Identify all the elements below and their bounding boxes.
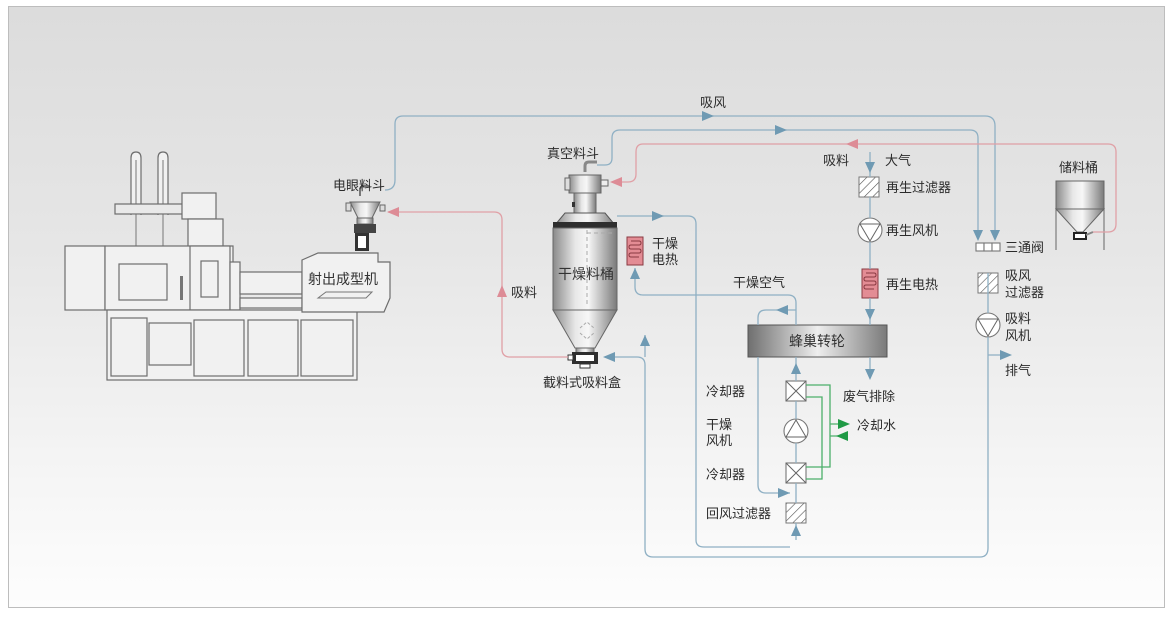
vacuum-hopper-label: 真空料斗	[547, 147, 599, 162]
return-filter-label: 回风过滤器	[706, 507, 771, 522]
flow-arrow	[865, 162, 875, 173]
wheel-return-line	[757, 357, 790, 494]
flow-arrow	[838, 419, 850, 429]
flow-arrow	[776, 305, 788, 315]
flow-arrow	[836, 431, 848, 441]
wheel-bypass-line	[757, 309, 796, 325]
flow-arrow	[973, 230, 983, 241]
storage-barrel-label: 储料桶	[1059, 161, 1098, 176]
flow-arrow	[865, 369, 875, 380]
flow-arrow	[497, 285, 507, 297]
drying-heater-label-2: 电热	[652, 253, 678, 268]
cooler-bottom-label: 冷却器	[706, 468, 745, 483]
exhaust-label: 排气	[1005, 363, 1031, 379]
regen-filter-label: 再生过滤器	[886, 181, 951, 196]
return-filter-icon	[785, 502, 807, 524]
dry-air-out-line	[634, 268, 797, 325]
flow-arrow	[990, 230, 1000, 241]
honeycomb-wheel-label: 蜂巢转轮	[789, 334, 845, 350]
suction-filter-label-1: 吸风	[1005, 269, 1031, 284]
regen-heater-label: 再生电热	[886, 278, 938, 293]
electric-eye-hopper	[345, 185, 386, 233]
cooler-top-label: 冷却器	[706, 385, 745, 400]
waste-exhaust-label: 废气排除	[843, 389, 895, 405]
drying-fan-icon	[783, 418, 809, 444]
flow-arrow	[603, 352, 615, 362]
flow-arrow	[791, 525, 801, 536]
drying-fan-label-1: 干燥	[706, 418, 732, 433]
suction-fan-label-2: 风机	[1005, 329, 1031, 344]
injection-machine-label: 射出成型机	[308, 272, 378, 288]
flow-arrow	[702, 111, 714, 121]
material-line-left	[388, 211, 568, 358]
atmosphere-label: 大气	[885, 153, 911, 169]
flow-arrow	[387, 207, 399, 217]
dry-air-label: 干燥空气	[733, 275, 785, 291]
flow-arrow	[640, 335, 650, 346]
flow-arrow	[652, 211, 664, 221]
drying-heater-label-1: 干燥	[652, 237, 678, 252]
outer-return-line	[605, 273, 989, 558]
injection-machine: 射出成型机	[64, 151, 391, 381]
cooling-water-line	[806, 384, 848, 480]
suction-filter-label-2: 过滤器	[1005, 286, 1044, 301]
suction-fan-label-1: 吸料	[1005, 312, 1031, 327]
suction-material-top-label: 吸料	[823, 154, 849, 169]
flow-arrow	[1000, 350, 1012, 360]
storage-barrel	[1054, 180, 1106, 250]
suction-air-line-2	[597, 129, 979, 236]
suction-air-line-1	[384, 115, 996, 236]
regen-heater-icon	[861, 268, 879, 299]
suction-air-label: 吸风	[700, 96, 726, 111]
honeycomb-wheel: 蜂巢转轮	[747, 324, 888, 358]
drying-heater-icon	[626, 236, 644, 266]
cooling-water-label: 冷却水	[857, 419, 896, 434]
cutoff-suction-box-label: 截料式吸料盒	[543, 375, 621, 391]
regen-fan-label: 再生风机	[886, 224, 938, 239]
cooler-top-icon	[785, 380, 807, 402]
flow-arrow	[630, 268, 640, 279]
barrel-return-line	[617, 215, 790, 548]
three-way-valve-icon	[975, 242, 1001, 252]
flow-arrow	[610, 177, 622, 187]
drying-barrel-label: 干燥料桶	[558, 267, 614, 283]
regen-filter-icon	[858, 176, 880, 198]
cooler-bottom-icon	[785, 462, 807, 484]
drying-fan-label-2: 风机	[706, 434, 732, 449]
regen-fan-icon	[857, 217, 883, 243]
three-way-valve-label: 三通阀	[1005, 241, 1044, 256]
flow-arrow	[791, 363, 801, 374]
flow-arrow	[846, 139, 858, 149]
flow-arrow	[865, 309, 875, 320]
material-line-top	[612, 143, 1117, 233]
electric-eye-hopper-label: 电眼料斗	[333, 179, 385, 194]
suction-fan-icon	[975, 312, 1001, 338]
suction-material-left-label: 吸料	[511, 286, 537, 301]
drying-barrel: 干燥料桶	[552, 160, 618, 369]
flow-arrow	[778, 488, 790, 498]
flow-arrow	[775, 125, 787, 135]
